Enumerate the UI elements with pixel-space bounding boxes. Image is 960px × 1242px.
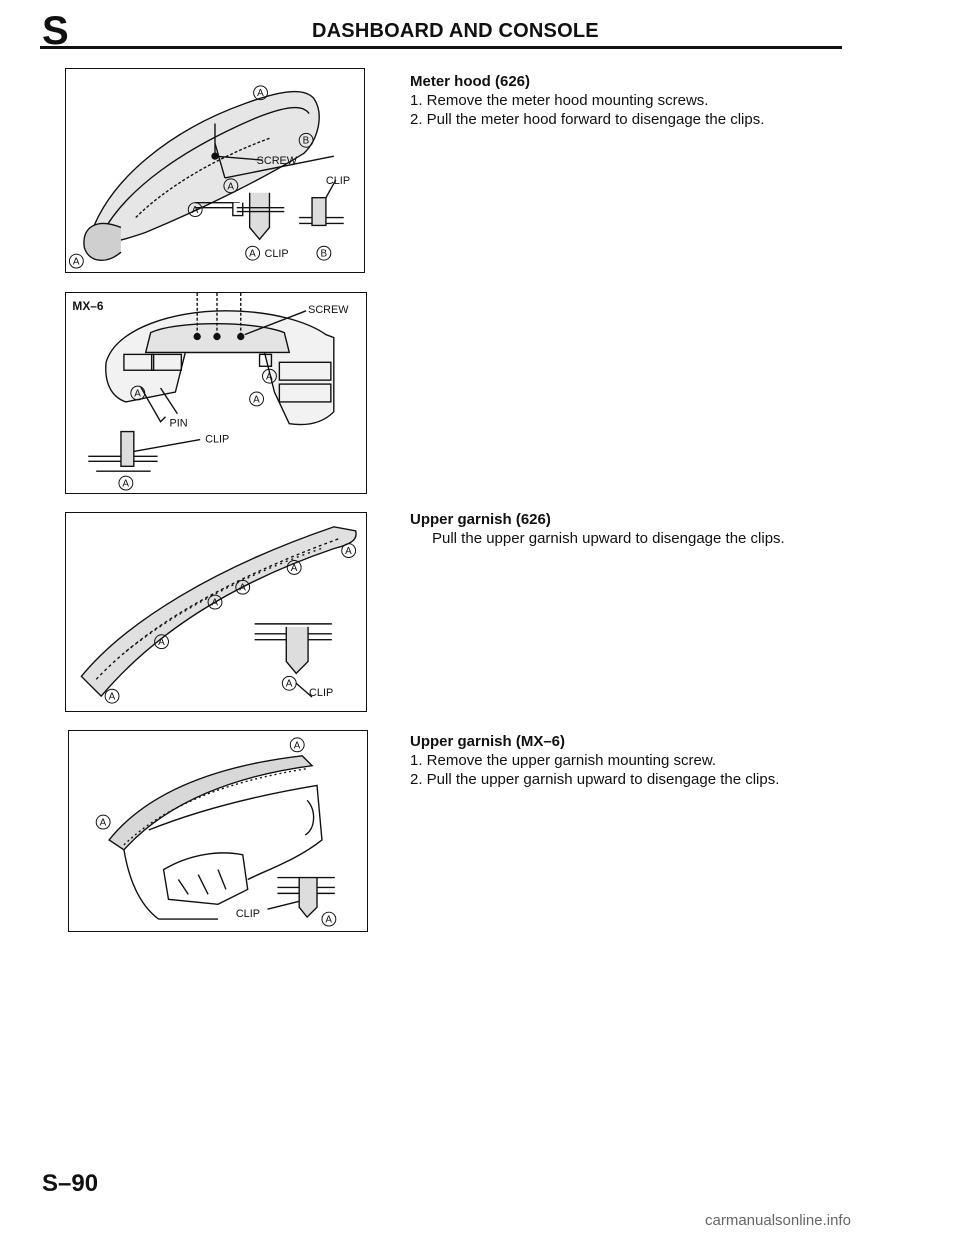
label-pin: PIN (169, 418, 187, 430)
meter-hood-mx6-illustration: MX–6 SCREW A A A (72, 293, 349, 491)
label-screw: SCREW (308, 304, 349, 316)
callout-a: A (100, 818, 107, 829)
callout-a: A (286, 679, 293, 690)
callout-a: A (266, 372, 273, 383)
section-meter-hood-626: Meter hood (626) 1. Remove the meter hoo… (410, 72, 880, 129)
callout-a: A (158, 637, 165, 648)
callout-a: A (291, 563, 298, 574)
callout-a: A (109, 692, 116, 703)
header-rule (40, 46, 842, 49)
page-number: S–90 (42, 1170, 99, 1197)
section-letter: S (42, 9, 69, 53)
figure-meter-hood-mx6: MX–6 SCREW A A A (65, 292, 367, 494)
callout-b: B (320, 249, 327, 260)
callout-b: B (303, 136, 310, 147)
callout-a: A (253, 394, 260, 405)
meter-hood-626-illustration: A B A A A A B SCREW CLIP CLIP (68, 85, 350, 269)
label-clip: CLIP (326, 175, 350, 187)
upper-garnish-mx6-illustration: A A A CLIP (95, 737, 337, 927)
page-title: DASHBOARD AND CONSOLE (312, 20, 599, 42)
callout-a: A (239, 583, 246, 594)
instruction-text: Pull the upper garnish upward to disenga… (432, 530, 785, 547)
figure-upper-garnish-626: A A A A A A A CLIP (65, 512, 367, 712)
label-clip: CLIP (205, 434, 229, 446)
callout-a: A (345, 546, 352, 557)
label-model: MX–6 (72, 299, 103, 313)
upper-garnish-626-illustration: A A A A A A A CLIP (80, 526, 357, 704)
callout-a: A (192, 205, 199, 216)
callout-a: A (212, 598, 219, 609)
callout-a: A (134, 388, 141, 399)
callout-a: A (257, 88, 264, 99)
section-title: Upper garnish (626) (410, 511, 551, 528)
section-title: Meter hood (626) (410, 73, 531, 90)
step-2: 2. Pull the upper garnish upward to dise… (410, 771, 780, 788)
step-2: 2. Pull the meter hood forward to diseng… (410, 111, 765, 128)
section-upper-garnish-mx6: Upper garnish (MX–6) 1. Remove the upper… (410, 732, 880, 789)
callout-a: A (294, 740, 301, 751)
step-1: 1. Remove the meter hood mounting screws… (410, 92, 709, 109)
label-clip: CLIP (265, 248, 289, 260)
label-screw: SCREW (257, 155, 298, 167)
callout-a: A (227, 181, 234, 192)
callout-a: A (73, 257, 80, 268)
label-clip: CLIP (309, 687, 333, 699)
callout-a: A (249, 249, 256, 260)
label-clip: CLIP (236, 908, 260, 920)
step-1: 1. Remove the upper garnish mounting scr… (410, 752, 716, 769)
callout-a: A (122, 479, 129, 490)
section-title: Upper garnish (MX–6) (410, 733, 566, 750)
footer-watermark: carmanualsonline.info (705, 1212, 851, 1229)
figure-meter-hood-626: A B A A A A B SCREW CLIP CLIP (65, 68, 365, 273)
figure-upper-garnish-mx6: A A A CLIP (68, 730, 368, 932)
section-upper-garnish-626: Upper garnish (626) Pull the upper garni… (410, 510, 880, 548)
callout-a: A (325, 915, 332, 926)
